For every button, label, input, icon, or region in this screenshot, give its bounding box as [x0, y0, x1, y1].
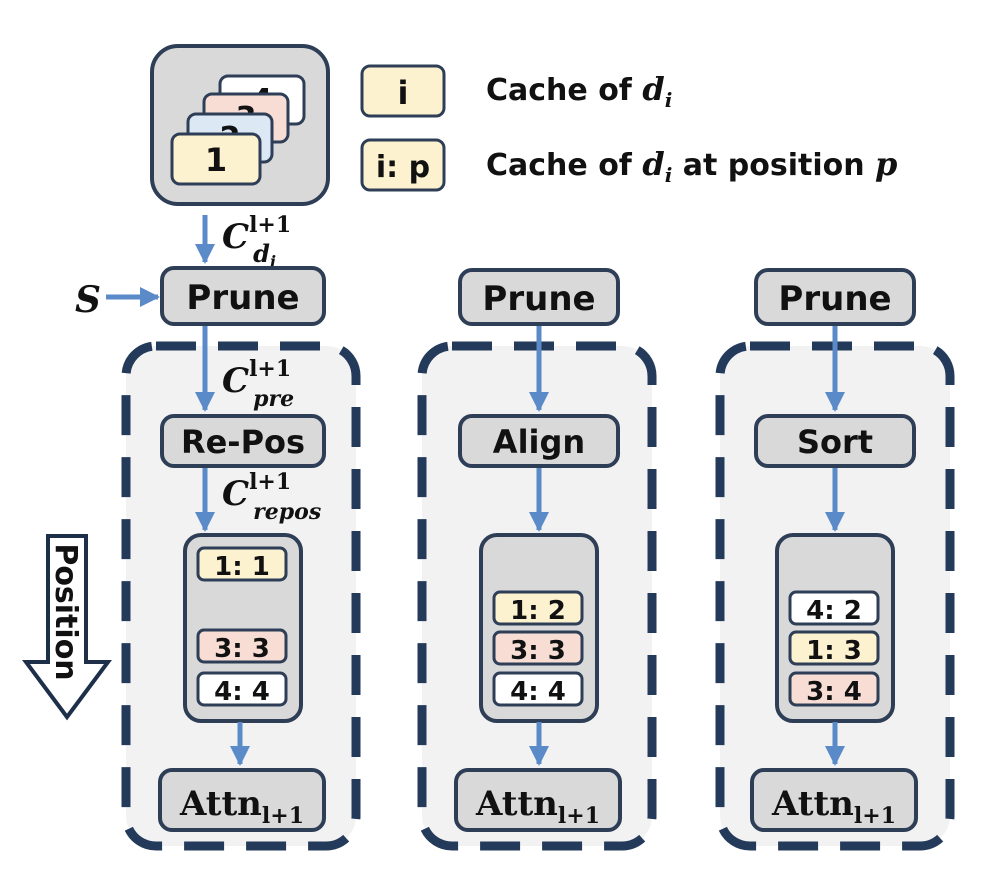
- step-box-2: [458, 414, 620, 468]
- attn-label-2: Attnl+1: [475, 784, 600, 829]
- legend-position-token: i: p: [376, 150, 430, 185]
- cache-item: 3: 3: [196, 628, 288, 664]
- doc-card-1-label: 1: [205, 141, 227, 179]
- prune-label-3: Prune: [778, 279, 891, 319]
- legend: i Cache of di i: p Cache of di at positi…: [360, 64, 897, 192]
- cache-item-label: 4: 2: [806, 596, 862, 626]
- prune-box-3: [754, 268, 916, 326]
- cache-item: 1: 2: [492, 590, 584, 626]
- cache-item-label: 4: 4: [510, 677, 566, 707]
- cache-item: 4: 4: [196, 671, 288, 707]
- legend-position-text: Cache of di at position p: [486, 145, 897, 187]
- step-box-3: [754, 414, 916, 468]
- label-s-input: S: [75, 279, 101, 321]
- position-axis-label: Position: [48, 543, 83, 680]
- column-3: Prune Sort 4: 2 1: 3 3: 4 Attnl+1: [750, 268, 918, 832]
- position-arrow-icon: [22, 534, 112, 721]
- step-label-3: Sort: [797, 423, 873, 461]
- cache-item-label: 1: 3: [806, 636, 862, 666]
- cache-item-label: 1: 1: [214, 552, 270, 582]
- prune-label-2: Prune: [482, 279, 595, 319]
- attn-box-3: [750, 768, 918, 832]
- prune-box-1: [160, 266, 326, 326]
- step-label-2: Align: [493, 423, 585, 461]
- column-2: Prune Align 1: 2 3: 3 4: 4 Attnl+1: [454, 268, 622, 832]
- cache-item: 1: 1: [196, 546, 288, 582]
- position-axis: Position: [22, 534, 112, 721]
- cache-item-label: 3: 4: [806, 677, 862, 707]
- attn-label-3: Attnl+1: [771, 784, 896, 829]
- doc-card-1: 1: [170, 132, 262, 186]
- cache-item: 4: 2: [788, 590, 880, 626]
- cache-item: 3: 3: [492, 630, 584, 666]
- cache-item-label: 1: 2: [510, 596, 566, 626]
- cache-item-label: 4: 4: [214, 677, 270, 707]
- cache-item: 1: 3: [788, 630, 880, 666]
- legend-cache-token: i: [398, 74, 409, 112]
- cache-item-label: 3: 3: [510, 636, 566, 666]
- attn-box-1: [158, 768, 326, 832]
- prune-box-2: [458, 268, 620, 326]
- legend-position-row: i: p Cache of di at position p: [360, 138, 897, 192]
- attn-label-1: Attnl+1: [179, 784, 304, 829]
- attn-box-2: [454, 768, 622, 832]
- cache-item: 3: 4: [788, 671, 880, 707]
- doc-cache-stack: 4 3 2 1: [150, 44, 330, 206]
- cache-item-label: 3: 3: [214, 634, 270, 664]
- legend-cache-row: i Cache of di: [360, 64, 672, 118]
- legend-cache-text: Cache of di: [486, 70, 672, 112]
- step-label-1: Re-Pos: [181, 423, 305, 461]
- step-box-1: [160, 414, 326, 468]
- cache-item: 4: 4: [492, 671, 584, 707]
- prune-label-1: Prune: [186, 278, 299, 318]
